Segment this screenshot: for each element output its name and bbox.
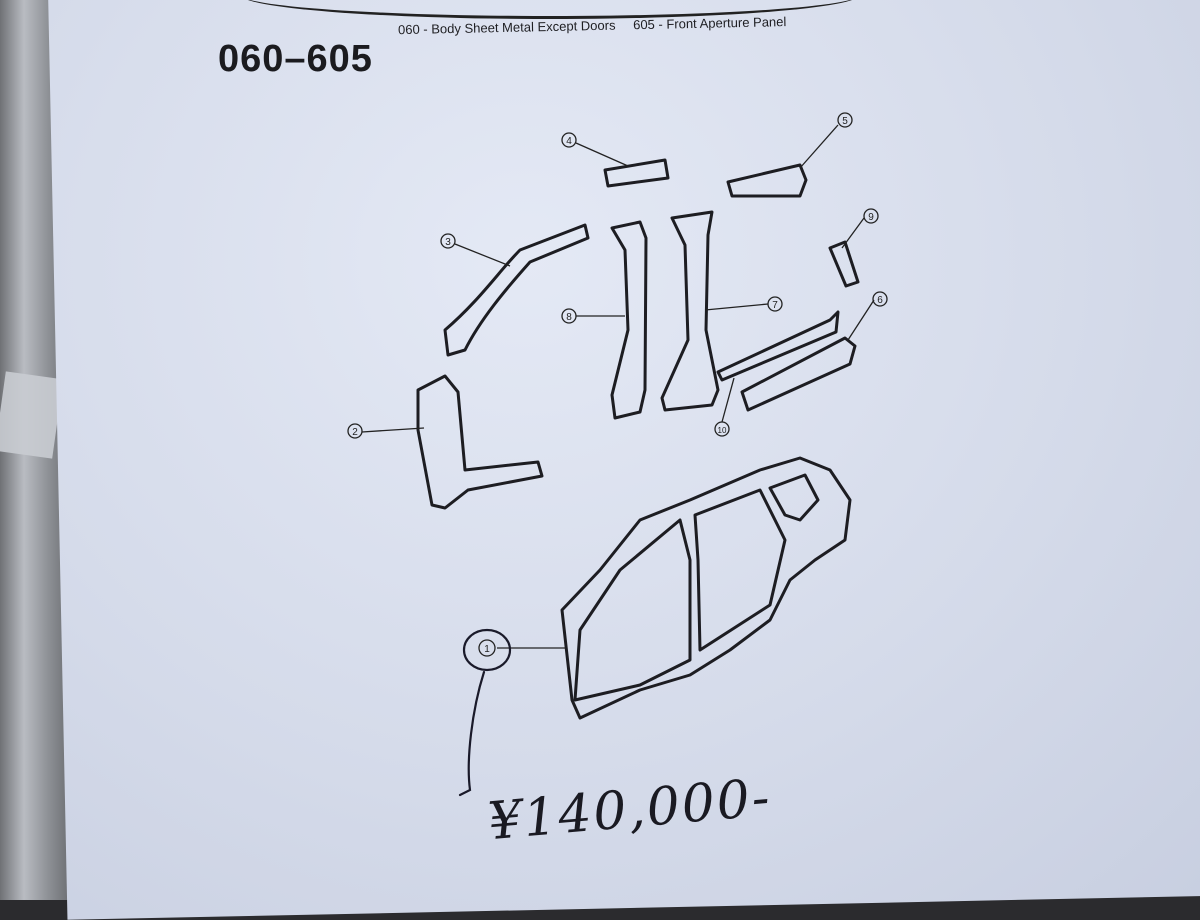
callout-8: 8 <box>566 312 572 323</box>
part-1-shape <box>560 456 852 720</box>
part-10-shape <box>716 310 840 382</box>
part-8-shape <box>610 220 648 420</box>
part-7-shape <box>660 210 720 412</box>
callout-5: 5 <box>842 116 848 127</box>
top-arc-line <box>240 0 860 19</box>
callout-4: 4 <box>566 136 572 147</box>
part-9-shape <box>828 240 860 288</box>
part-2-shape <box>416 374 544 510</box>
part-6-shape <box>740 336 857 412</box>
callout-9: 9 <box>868 212 874 223</box>
handwritten-arrow <box>458 670 486 797</box>
part-1-front-door-opening <box>573 518 692 702</box>
callout-1: 1 <box>484 644 490 655</box>
part-1-rear-door-opening <box>693 488 787 652</box>
callout-6: 6 <box>877 295 883 306</box>
handwritten-circle <box>462 628 512 672</box>
part-3-shape <box>443 223 590 357</box>
callout-7: 7 <box>772 300 778 311</box>
parts-diagram: 4 5 3 2 8 7 9 6 10 1 <box>347 112 888 797</box>
part-4-shape <box>603 158 670 188</box>
part-1-quarter-window <box>768 473 820 522</box>
callout-3: 3 <box>445 237 451 248</box>
part-5-shape <box>726 163 808 198</box>
part-code: 060–605 <box>218 38 373 80</box>
callout-2: 2 <box>352 427 358 438</box>
callout-10: 10 <box>718 426 727 435</box>
